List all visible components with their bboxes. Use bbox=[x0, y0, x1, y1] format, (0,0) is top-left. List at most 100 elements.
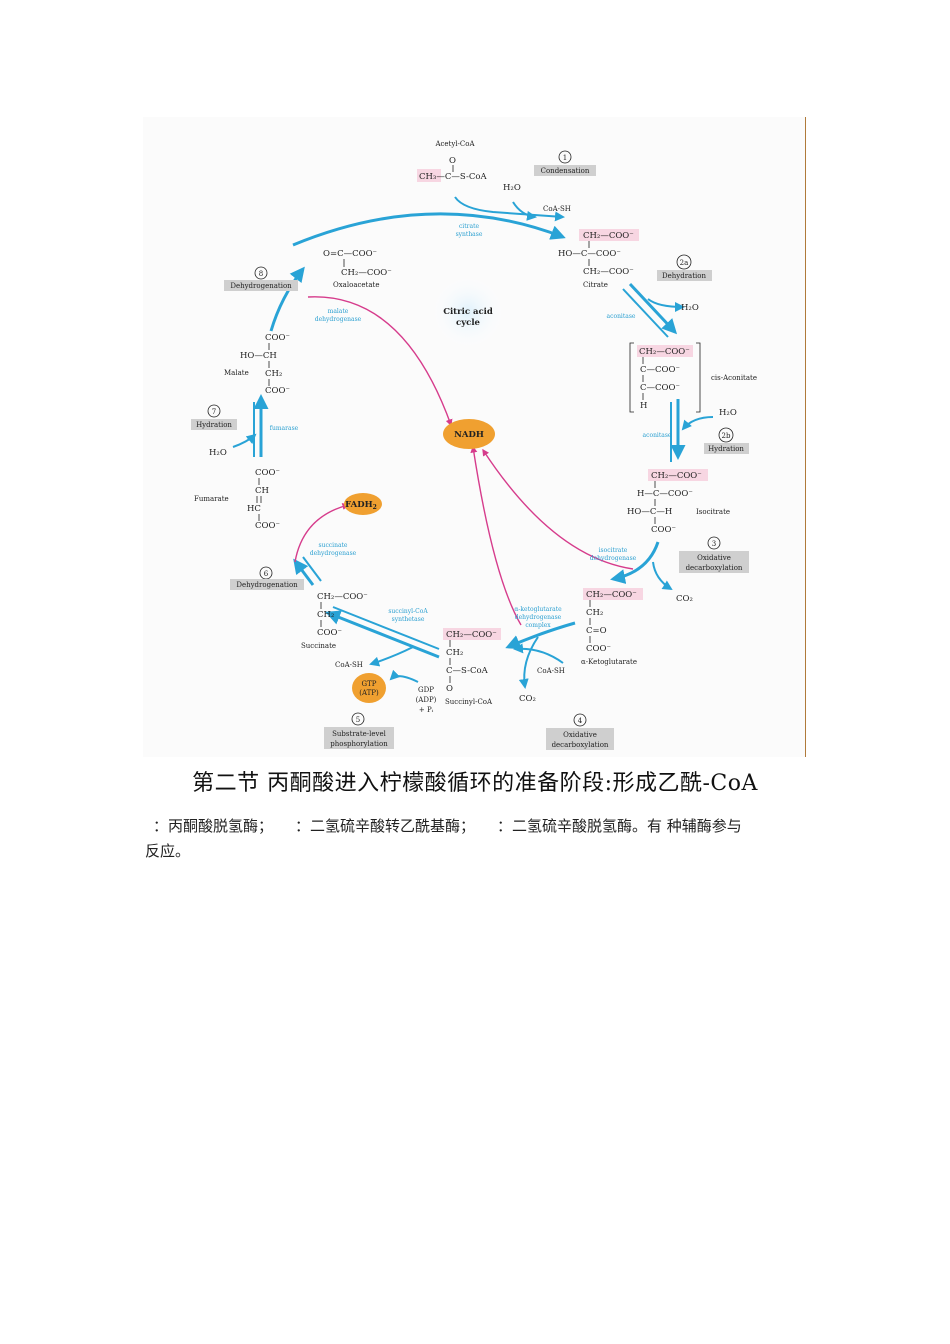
svg-text:COO⁻: COO⁻ bbox=[265, 333, 290, 343]
step8-box bbox=[224, 280, 298, 291]
step8-num: 8 bbox=[259, 270, 263, 278]
svg-text:COO⁻: COO⁻ bbox=[317, 628, 342, 638]
step5-badge bbox=[351, 712, 365, 726]
svg-text:C—S-CoA: C—S-CoA bbox=[446, 666, 489, 676]
svg-text:HO—C—COO⁻: HO—C—COO⁻ bbox=[558, 249, 621, 259]
svg-text:HO—CH: HO—CH bbox=[240, 351, 277, 361]
enz-isocitrate-dh-2: dehydrogenase bbox=[590, 555, 637, 562]
svg-text:COO⁻: COO⁻ bbox=[255, 521, 280, 531]
arrow-co2-out-3 bbox=[652, 561, 673, 591]
arrow-isocitrate-akg bbox=[610, 541, 660, 584]
citric-acid-cycle-figure: Citric acid cycle bbox=[143, 117, 805, 757]
coa-sh-1: CoA-SH bbox=[543, 205, 571, 213]
step7-badge bbox=[207, 404, 221, 418]
arrow-akg-dh-to-nadh bbox=[470, 445, 522, 626]
nadh-oval bbox=[443, 419, 495, 449]
step7-box bbox=[191, 419, 237, 430]
arrow-coash-out bbox=[512, 201, 537, 221]
citrate-name: Citrate bbox=[583, 281, 608, 289]
enz-isocitrate-dh-1: isocitrate bbox=[599, 547, 628, 554]
svg-text:COO⁻: COO⁻ bbox=[586, 644, 611, 654]
step2a-badge bbox=[676, 254, 692, 270]
pi-label: + Pᵢ bbox=[419, 706, 434, 714]
svg-text:CH₂—COO⁻: CH₂—COO⁻ bbox=[586, 590, 637, 600]
arrow-gdp-in bbox=[389, 669, 419, 683]
malate-name: Malate bbox=[224, 369, 249, 377]
step1-label: Condensation bbox=[541, 167, 590, 175]
page-margin-rule bbox=[805, 117, 806, 757]
center-glow bbox=[430, 274, 506, 350]
svg-text:CH₂—COO⁻: CH₂—COO⁻ bbox=[446, 630, 497, 640]
cis-aconitate-highlight bbox=[637, 345, 693, 357]
step6-label: Dehydrogenation bbox=[236, 581, 298, 589]
succinyl-coa-highlight bbox=[443, 628, 501, 640]
cis-aconitate-structure: CH₂—COO⁻ C—COO⁻ C—COO⁻ H bbox=[629, 342, 701, 413]
step1-box bbox=[534, 165, 596, 176]
akg-structure: CH₂—COO⁻ CH₂ C=O COO⁻ bbox=[586, 590, 637, 654]
enz-akg-dh-3: complex bbox=[525, 622, 551, 629]
step6-num: 6 bbox=[264, 570, 269, 578]
electron-carrier-arrows bbox=[294, 296, 634, 626]
citrate-structure: CH₂—COO⁻ HO—C—COO⁻ CH₂—COO⁻ bbox=[558, 231, 634, 277]
h2o-2b: H₂O bbox=[719, 408, 737, 418]
svg-text:O=C—COO⁻: O=C—COO⁻ bbox=[323, 249, 377, 259]
fadh2-label: FADH2 bbox=[345, 500, 377, 511]
step2b-box bbox=[704, 443, 749, 454]
acetyl-highlight bbox=[417, 169, 441, 182]
step1-num: 1 bbox=[563, 154, 567, 162]
arrow-acetyl-in bbox=[454, 196, 565, 222]
isocitrate-name: Isocitrate bbox=[696, 508, 730, 516]
svg-text:CH₂—COO⁻: CH₂—COO⁻ bbox=[583, 267, 634, 277]
svg-text:CH₂—COO⁻: CH₂—COO⁻ bbox=[317, 592, 368, 602]
svg-text:CH₂: CH₂ bbox=[586, 608, 603, 618]
enz-malate-dh-2: dehydrogenase bbox=[315, 316, 362, 323]
oxaloacetate-name: Oxaloacetate bbox=[333, 281, 380, 289]
svg-text:COO⁻: COO⁻ bbox=[651, 525, 676, 535]
acetyl-coa-structure: O CH₃—C—S-CoA bbox=[419, 156, 487, 182]
arrow-coash-out-5 bbox=[369, 646, 414, 667]
h2o-2a: H₂O bbox=[681, 303, 699, 313]
arrow-succinylcoa-succinate bbox=[325, 610, 440, 659]
step7-num: 7 bbox=[212, 408, 216, 416]
svg-text:CH₃—C—S-CoA: CH₃—C—S-CoA bbox=[419, 172, 487, 182]
step3-badge bbox=[707, 536, 721, 550]
step5-box bbox=[324, 727, 394, 749]
reaction-arrows bbox=[232, 196, 714, 689]
succinyl-coa-structure: CH₂—COO⁻ CH₂ C—S-CoA O bbox=[446, 630, 497, 694]
para-part3: ：二氢硫辛酸脱氢酶。有 种辅酶参与 bbox=[497, 817, 742, 835]
arrow-succinate-fumarate-back bbox=[302, 556, 322, 582]
arrow-malate-oxaloacetate bbox=[269, 266, 305, 332]
coa-sh-5: CoA-SH bbox=[335, 661, 363, 669]
citrate-highlight bbox=[579, 229, 639, 241]
enz-akg-dh-1: α-ketoglutarate bbox=[514, 606, 562, 613]
nadh-label: NADH bbox=[454, 430, 484, 440]
step2a-box bbox=[657, 270, 712, 281]
adp-label: (ADP) bbox=[416, 696, 437, 704]
svg-text:CH₂: CH₂ bbox=[265, 369, 282, 379]
oxaloacetate-structure: O=C—COO⁻ CH₂—COO⁻ bbox=[323, 249, 392, 278]
h2o-1: H₂O bbox=[503, 183, 521, 193]
svg-text:C—COO⁻: C—COO⁻ bbox=[640, 365, 680, 375]
enz-akg-dh-2: dehydrogenase bbox=[515, 614, 562, 621]
svg-text:CH: CH bbox=[255, 486, 269, 496]
step7-label: Hydration bbox=[196, 421, 232, 429]
isocitrate-highlight bbox=[648, 469, 708, 481]
akg-name: α-Ketoglutarate bbox=[581, 658, 637, 666]
fumarate-name: Fumarate bbox=[194, 495, 229, 503]
step5-num: 5 bbox=[356, 716, 360, 724]
body-paragraph: ：丙酮酸脱氢酶；：二氢硫辛酸转乙酰基酶；：二氢硫辛酸脱氢酶。有 种辅酶参与反应。 bbox=[145, 814, 805, 864]
enz-citrate-synthase-1: citrate bbox=[459, 223, 480, 230]
enz-citrate-synthase-2: synthase bbox=[456, 231, 483, 238]
svg-text:CH₂—COO⁻: CH₂—COO⁻ bbox=[639, 347, 690, 357]
svg-text:C=O: C=O bbox=[586, 626, 607, 636]
section-heading: 第二节 丙酮酸进入柠檬酸循环的准备阶段:形成乙酰-CoA bbox=[192, 771, 758, 796]
svg-text:H: H bbox=[640, 401, 647, 411]
step1-badge bbox=[558, 150, 572, 164]
enz-aconitase-2: aconitase bbox=[643, 432, 672, 439]
arrow-isocitrate-dh-to-nadh bbox=[482, 448, 634, 570]
step8-badge bbox=[254, 266, 268, 280]
gdp-label: GDP bbox=[418, 686, 434, 694]
step4-badge bbox=[573, 713, 587, 727]
enz-malate-dh-1: malate bbox=[328, 308, 349, 315]
step3-label-a: Oxidative bbox=[697, 554, 731, 562]
